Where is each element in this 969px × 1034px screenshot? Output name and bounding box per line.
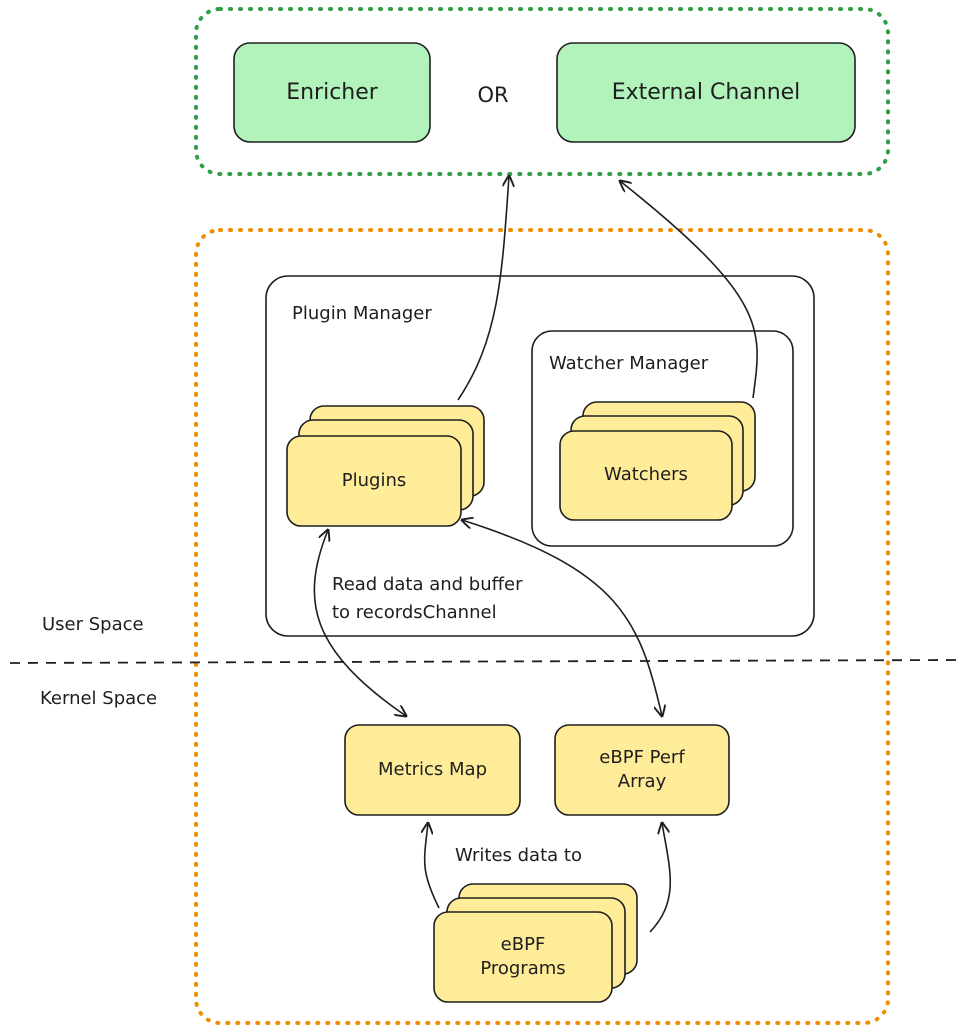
perf-array-box [554,724,730,816]
agent-group-border [194,228,890,1025]
external-channel-label: External Channel [611,79,801,105]
watchers-label: Watchers [604,464,688,486]
output-group-border [194,7,890,176]
read-data-annotation-line2: to recordsChannel [332,602,497,623]
watchers-stack [559,401,756,521]
ebpf-programs-label-line2: Programs [480,958,566,979]
watcher-manager-title: Watcher Manager [549,353,709,374]
arrow-programs-to-metrics [425,823,440,909]
perf-array-label: eBPF Perf Array [555,725,729,815]
metrics-map-label: Metrics Map [377,758,488,780]
ebpf-programs-label: eBPF Programs [434,912,612,1002]
enricher-label: Enricher [286,79,378,105]
read-data-annotation-line1: Read data and buffer [332,574,523,595]
perf-array-label-line1: eBPF Perf [599,746,685,768]
arrow-plugins-perf-bidirectional [462,520,662,716]
enricher-box [233,42,431,143]
perf-array-label-line2: Array [617,771,667,792]
user-space-label: User Space [42,614,144,635]
plugins-stack [286,405,485,527]
space-boundary-line [9,659,960,664]
arrow-programs-to-perf [649,823,672,933]
writes-data-annotation: Writes data to [455,845,582,866]
kernel-space-label: Kernel Space [40,688,158,709]
or-label: OR [477,83,509,107]
metrics-map-box [344,724,521,816]
arrow-watchers-to-output [620,181,758,399]
plugin-manager-title: Plugin Manager [292,303,432,324]
ebpf-programs-stack [433,883,638,1003]
plugins-label: Plugins [341,469,407,491]
external-channel-box [556,42,856,143]
ebpf-programs-label-line1: eBPF [500,933,546,955]
arrow-plugins-to-output [457,176,509,401]
arrow-plugins-metrics-bidirectional [313,530,406,716]
